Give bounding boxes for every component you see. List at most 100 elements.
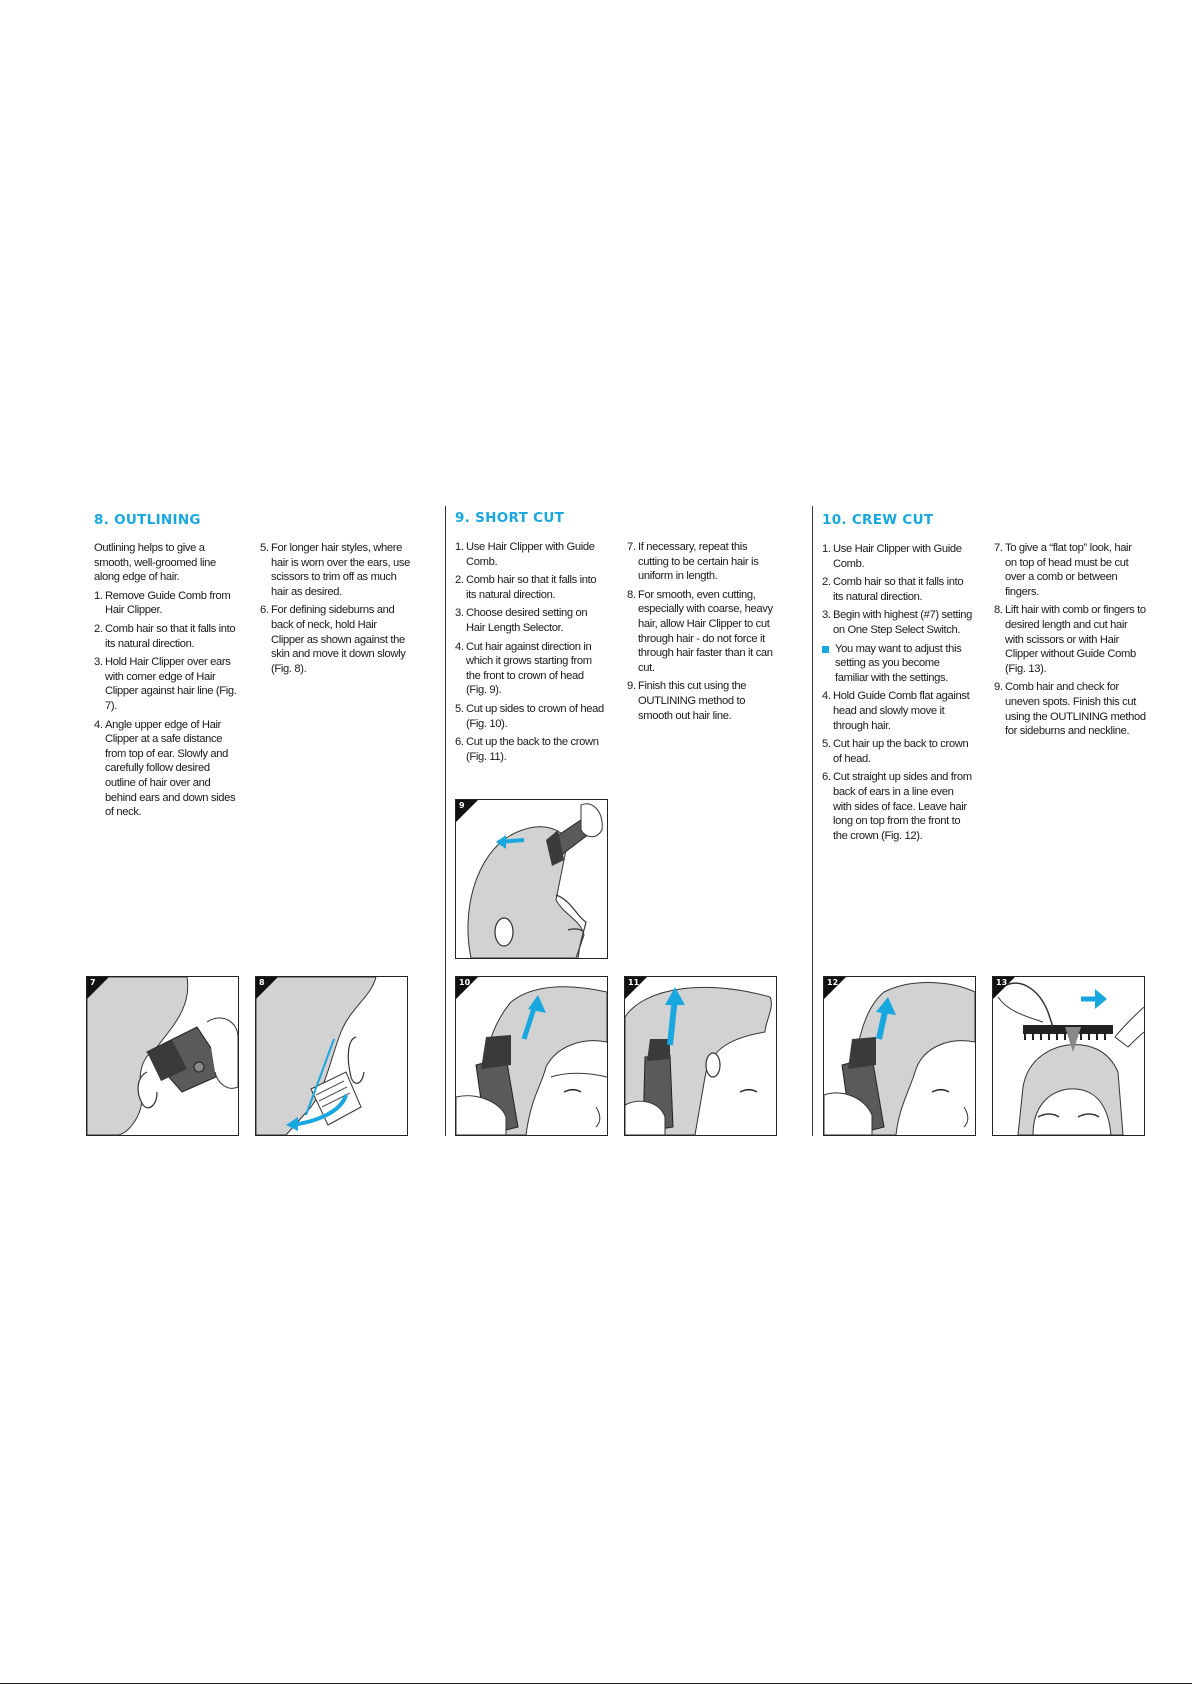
crew-cut-column-left: 1.Use Hair Clipper with Guide Comb. 2.Com… bbox=[822, 542, 974, 847]
short-cut-heading: 9. SHORT CUT bbox=[455, 510, 565, 526]
figure-10-number: 10 bbox=[459, 978, 471, 987]
outlining-steps-left: 1.Remove Guide Comb from Hair Clipper. 2.… bbox=[94, 589, 242, 820]
step-number: 1. bbox=[455, 541, 464, 553]
figure-9-label: 9 bbox=[456, 800, 478, 822]
step-text: For smooth, even cutting, especially wit… bbox=[638, 588, 773, 674]
figure-7-illustration: 7 bbox=[86, 976, 239, 1136]
step-number: 3. bbox=[822, 609, 831, 622]
step-item: 1.Use Hair Clipper with Guide Comb. bbox=[455, 540, 607, 569]
step-number: 5. bbox=[455, 702, 464, 715]
figure-7-number: 7 bbox=[90, 978, 96, 987]
figure-11-illustration: 11 bbox=[624, 976, 777, 1136]
step-item: 7.To give a “flat top” look, hair on top… bbox=[994, 541, 1146, 599]
figure-9-number: 9 bbox=[459, 801, 465, 810]
step-item: 9.Comb hair and check for uneven spots. … bbox=[994, 680, 1146, 738]
step-item: 2.Comb hair so that it falls into its na… bbox=[822, 575, 974, 604]
figure-10-label: 10 bbox=[456, 977, 478, 999]
step-text: For longer hair styles, where hair is wo… bbox=[271, 542, 411, 598]
crew-cut-heading: 10. CREW CUT bbox=[822, 512, 934, 528]
step-number: 6. bbox=[260, 604, 269, 617]
step-item: 3.Choose desired setting on Hair Length … bbox=[455, 606, 607, 635]
step-item: 6.Cut straight up sides and from back of… bbox=[822, 770, 974, 843]
figure-11-label: 11 bbox=[625, 977, 647, 999]
short-cut-column-right: 7.If necessary, repeat this cutting to b… bbox=[627, 540, 779, 727]
outlining-intro: Outlining helps to give a smooth, well-g… bbox=[94, 542, 216, 584]
outlining-column-left: Outlining helps to give a smooth, well-g… bbox=[94, 541, 242, 824]
page-bottom-rule bbox=[0, 1683, 1192, 1684]
step-item: 5.Cut hair up the back to crown of head. bbox=[822, 737, 974, 766]
step-text: Cut up the back to the crown (Fig. 11). bbox=[466, 736, 599, 763]
crew-cut-column-right: 7.To give a “flat top” look, hair on top… bbox=[994, 541, 1146, 743]
figure-13-label: 13 bbox=[993, 977, 1015, 999]
step-item: 1.Remove Guide Comb from Hair Clipper. bbox=[94, 589, 242, 618]
step-text: Cut hair up the back to crown of head. bbox=[833, 738, 969, 765]
step-number: 5. bbox=[260, 542, 269, 554]
step-item: 5.For longer hair styles, where hair is … bbox=[260, 541, 410, 599]
outlining-steps-right: 5.For longer hair styles, where hair is … bbox=[260, 541, 410, 676]
figure-10-illustration: 10 bbox=[455, 976, 608, 1136]
step-number: 3. bbox=[94, 656, 103, 669]
step-number: 7. bbox=[994, 542, 1003, 554]
figure-7-label: 7 bbox=[87, 977, 109, 999]
step-text: Hold Hair Clipper over ears with corner … bbox=[105, 656, 237, 712]
figure-11-number: 11 bbox=[628, 978, 640, 987]
step-text: You may want to adjust this setting as y… bbox=[835, 642, 962, 684]
step-text: To give a “flat top” look, hair on top o… bbox=[1005, 542, 1132, 598]
figure-13-illustration: 13 bbox=[992, 976, 1145, 1136]
short-cut-steps-right: 7.If necessary, repeat this cutting to b… bbox=[627, 540, 779, 723]
step-number: 5. bbox=[822, 738, 831, 751]
step-item: 4.Hold Guide Comb flat against head and … bbox=[822, 689, 974, 733]
crew-cut-steps-right: 7.To give a “flat top” look, hair on top… bbox=[994, 541, 1146, 739]
step-item: 2.Comb hair so that it falls into its na… bbox=[455, 573, 607, 602]
step-number: 2. bbox=[455, 574, 464, 587]
step-number: 7. bbox=[627, 541, 636, 553]
figure-8-label: 8 bbox=[256, 977, 278, 999]
figure-13-number: 13 bbox=[996, 978, 1008, 987]
step-number: 8. bbox=[994, 604, 1003, 617]
step-text: Comb hair so that it falls into its natu… bbox=[466, 574, 597, 601]
step-number: 4. bbox=[94, 718, 103, 731]
outlining-heading: 8. OUTLINING bbox=[94, 512, 201, 528]
step-number: 3. bbox=[455, 607, 464, 620]
step-number: 6. bbox=[822, 771, 831, 784]
step-item: 4.Cut hair against direction in which it… bbox=[455, 640, 607, 698]
figure-9-illustration: 9 bbox=[455, 799, 608, 959]
step-number: 4. bbox=[822, 690, 831, 703]
step-text: For defining sideburns and back of neck,… bbox=[271, 604, 406, 675]
step-item: 8.For smooth, even cutting, especially w… bbox=[627, 588, 779, 676]
figure-12-number: 12 bbox=[827, 978, 839, 987]
step-text: Angle upper edge of Hair Clipper at a sa… bbox=[105, 718, 236, 819]
figure-8-illustration: 8 bbox=[255, 976, 408, 1136]
step-text: Cut hair against direction in which it g… bbox=[466, 640, 592, 697]
step-text: Finish this cut using the OUTLINING meth… bbox=[638, 680, 747, 722]
step-item: 2.Comb hair so that it falls into its na… bbox=[94, 622, 242, 651]
step-number: 9. bbox=[994, 681, 1003, 694]
step-number: 2. bbox=[822, 576, 831, 589]
step-text: Cut up sides to crown of head (Fig. 10). bbox=[466, 702, 604, 730]
step-number: 8. bbox=[627, 588, 636, 601]
section-divider-2 bbox=[812, 506, 813, 1136]
step-text: If necessary, repeat this cutting to be … bbox=[638, 541, 759, 583]
step-text: Remove Guide Comb from Hair Clipper. bbox=[105, 589, 231, 617]
note-item: You may want to adjust this setting as y… bbox=[822, 642, 974, 686]
step-text: Choose desired setting on Hair Length Se… bbox=[466, 607, 588, 634]
step-text: Comb hair so that it falls into its natu… bbox=[105, 622, 236, 650]
crew-cut-steps-left: 1.Use Hair Clipper with Guide Comb. 2.Com… bbox=[822, 542, 974, 843]
step-item: 6.Cut up the back to the crown (Fig. 11)… bbox=[455, 735, 607, 764]
step-item: 7.If necessary, repeat this cutting to b… bbox=[627, 540, 779, 584]
blue-square-icon bbox=[822, 645, 829, 653]
section-divider-1 bbox=[445, 506, 446, 1136]
figure-8-number: 8 bbox=[259, 978, 265, 987]
step-item: 5.Cut up sides to crown of head (Fig. 10… bbox=[455, 702, 607, 731]
short-cut-steps-left: 1.Use Hair Clipper with Guide Comb. 2.Com… bbox=[455, 540, 607, 764]
step-item: 4.Angle upper edge of Hair Clipper at a … bbox=[94, 718, 242, 820]
step-number: 9. bbox=[627, 680, 636, 693]
step-item: 6.For defining sideburns and back of nec… bbox=[260, 603, 410, 676]
step-item: 3.Hold Hair Clipper over ears with corne… bbox=[94, 655, 242, 713]
step-text: Comb hair and check for uneven spots. Fi… bbox=[1005, 681, 1146, 738]
figure-12-label: 12 bbox=[824, 977, 846, 999]
step-number: 6. bbox=[455, 736, 464, 749]
step-item: 1.Use Hair Clipper with Guide Comb. bbox=[822, 542, 974, 571]
step-text: Cut straight up sides and from back of e… bbox=[833, 771, 972, 842]
step-text: Use Hair Clipper with Guide Comb. bbox=[833, 543, 962, 570]
